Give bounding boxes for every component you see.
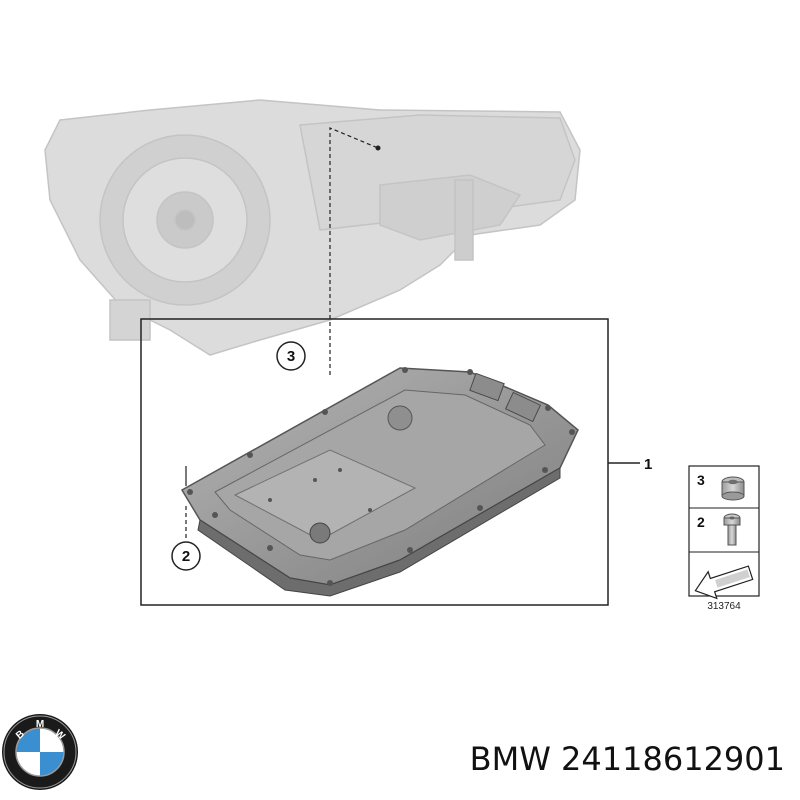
logo-letter-m: M [36, 719, 44, 730]
legend-item-3-label: 3 [697, 472, 705, 488]
pan-center-boss [387, 405, 413, 431]
callout-3-leader [329, 127, 379, 375]
connector-block-right [504, 391, 542, 423]
assembly-arrow-icon [694, 565, 754, 600]
pan-filter-plate [233, 449, 417, 541]
diagram-number: 313764 [707, 601, 741, 612]
callout-1-label: 1 [644, 456, 652, 473]
callout-3-bubble: 3 [276, 341, 306, 371]
legend-item-2-label: 2 [697, 514, 705, 530]
pan-bolt-holes [187, 367, 575, 586]
transmission-housing-illustration [44, 99, 581, 356]
connector-block-left [469, 372, 505, 402]
callout-2-label: 2 [182, 548, 190, 565]
parts-legend: 3 2 [688, 465, 760, 600]
pan-drain-port [309, 522, 331, 544]
oil-pan-illustration [180, 367, 579, 597]
part-number-title: BMW 24118612901 [470, 740, 785, 778]
drain-plug-icon [721, 476, 745, 501]
assembly-frame [140, 318, 609, 606]
bolt-icon [723, 513, 741, 546]
pan-side-wall [197, 467, 561, 597]
callout-3-label: 3 [287, 348, 295, 365]
leader-endpoint-dot [375, 145, 381, 151]
callout-2-bubble: 2 [171, 541, 201, 571]
bmw-logo: B M W [2, 714, 78, 790]
